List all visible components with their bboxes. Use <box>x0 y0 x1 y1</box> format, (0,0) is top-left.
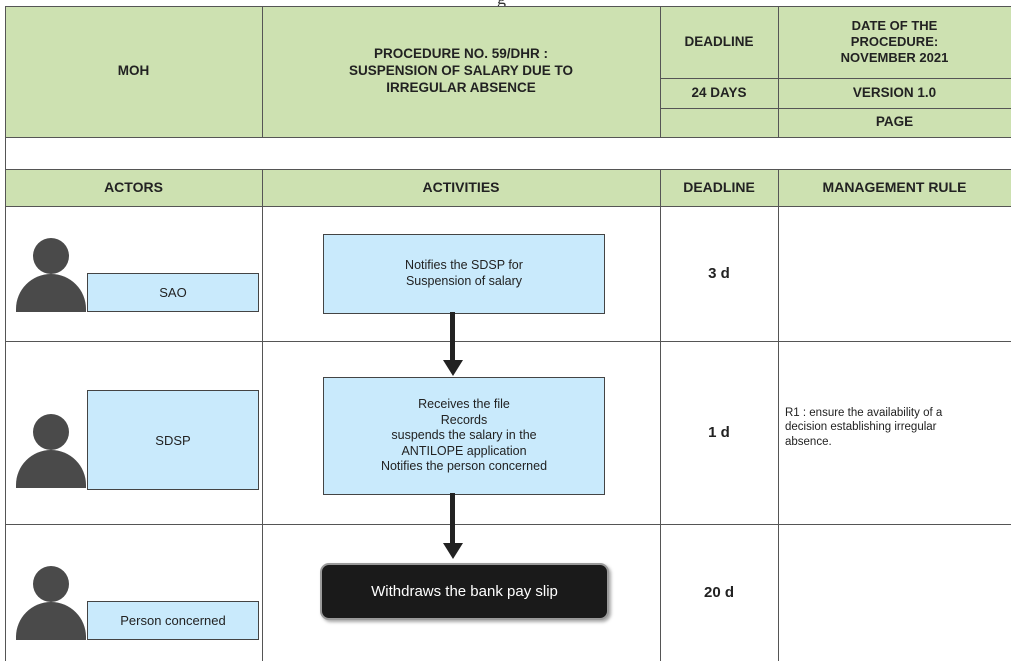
header-col-divider-3 <box>778 6 779 137</box>
header-page-cell: PAGE <box>778 108 1011 137</box>
procedure-title-line-2: SUSPENSION OF SALARY DUE TO <box>348 63 574 79</box>
deadline-row-1: 3 d <box>660 206 778 341</box>
actor-box-sao: SAO <box>87 273 259 312</box>
flow-arrow-2-line <box>450 493 455 545</box>
header-deadline-value-text: 24 DAYS <box>691 84 747 100</box>
row-divider-2 <box>5 524 1011 525</box>
header-deadline-label-text: DEADLINE <box>684 33 754 49</box>
header-row-divider-1 <box>660 78 1011 79</box>
body-col-divider-1 <box>262 169 263 661</box>
version-text: VERSION 1.0 <box>852 84 937 100</box>
org-name: MOH <box>117 63 150 79</box>
deadline-row-1-text: 3 d <box>708 265 730 282</box>
col-header-deadline: DEADLINE <box>660 169 778 206</box>
actor-label: SDSP <box>155 432 191 448</box>
deadline-row-2: 1 d <box>660 341 778 524</box>
header-col-divider-2 <box>660 6 661 137</box>
col-header-actors-text: ACTORS <box>104 178 163 195</box>
flow-arrow-1-head <box>443 360 463 376</box>
date-line-2: PROCEDURE: <box>850 33 939 49</box>
procedure-title-line-3: IRREGULAR ABSENCE <box>386 79 536 95</box>
procedure-title-cell: PROCEDURE NO. 59/DHR : SUSPENSION OF SAL… <box>262 6 660 137</box>
top-fragment-text: g <box>497 0 506 9</box>
header-row-divider-2 <box>660 108 1011 109</box>
col-header-activities-text: ACTIVITIES <box>422 178 500 195</box>
col-header-deadline-text: DEADLINE <box>683 178 755 195</box>
activity-2-line-1: Receives the file <box>418 396 510 411</box>
actor-person-icon <box>16 238 86 312</box>
actor-person-icon <box>16 414 86 488</box>
header-version-cell: VERSION 1.0 <box>778 78 1011 108</box>
header-date-cell: DATE OF THE PROCEDURE: NOVEMBER 2021 <box>778 6 1011 78</box>
actor-box-sdsp: SDSP <box>87 390 259 490</box>
page-text: PAGE <box>875 114 914 130</box>
header-bottom-border <box>5 137 1011 138</box>
activity-2-line-3: suspends the salary in the <box>391 428 537 443</box>
body-top-border <box>5 206 1011 207</box>
header-left-border <box>5 6 6 137</box>
col-header-activities: ACTIVITIES <box>262 169 660 206</box>
col-header-management-rule-text: MANAGEMENT RULE <box>822 178 967 195</box>
col-header-actors: ACTORS <box>5 169 262 206</box>
header-top-border <box>5 6 1011 7</box>
rule-line-1: R1 : ensure the availability of a <box>785 407 943 419</box>
org-cell: MOH <box>5 6 262 137</box>
deadline-row-3-text: 20 d <box>703 584 734 601</box>
actor-label: Person concerned <box>120 613 226 628</box>
activity-2-line-5: Notifies the person concerned <box>380 459 548 474</box>
body-left-border <box>5 169 6 661</box>
body-col-divider-3 <box>778 169 779 661</box>
actor-label: SAO <box>159 285 187 300</box>
activity-1-line-1: Notifies the SDSP for <box>405 258 523 273</box>
management-rule-r1: R1 : ensure the availability of a decisi… <box>785 406 1009 449</box>
body-col-divider-2 <box>660 169 661 661</box>
spacer-bottom-border <box>5 169 1011 170</box>
actor-box-person-concerned: Person concerned <box>87 601 259 640</box>
column-header-bar <box>5 169 1011 206</box>
flow-arrow-1-line <box>450 312 455 362</box>
header-deadline-label: DEADLINE <box>660 6 778 78</box>
spacer-left-border <box>5 137 6 169</box>
actor-person-icon <box>16 566 86 640</box>
deadline-row-2-text: 1 d <box>708 424 730 441</box>
activity-box-3: Withdraws the bank pay slip <box>320 563 609 620</box>
header-block <box>5 6 1011 137</box>
activity-3-text: Withdraws the bank pay slip <box>371 583 558 600</box>
date-line-3: NOVEMBER 2021 <box>840 50 949 66</box>
date-line-1: DATE OF THE <box>851 17 938 33</box>
rule-line-3: absence. <box>785 435 832 448</box>
header-col-divider-1 <box>262 6 263 137</box>
procedure-title-line-1: PROCEDURE NO. 59/DHR : <box>373 46 549 62</box>
col-header-management-rule: MANAGEMENT RULE <box>778 169 1011 206</box>
rule-line-2: decision establishing irregular <box>785 421 937 434</box>
activity-box-2: Receives the file Records suspends the s… <box>323 377 605 495</box>
activity-2-line-2: Records <box>440 412 488 427</box>
header-deadline-value: 24 DAYS <box>660 78 778 108</box>
activity-1-line-2: Suspension of salary <box>405 274 523 288</box>
deadline-row-3: 20 d <box>660 524 778 661</box>
activity-2-line-4: ANTILOPE application <box>401 443 527 458</box>
row-divider-1 <box>5 341 1011 342</box>
flow-arrow-2-head <box>443 543 463 559</box>
activity-box-1: Notifies the SDSP for Suspension of sala… <box>323 234 605 314</box>
